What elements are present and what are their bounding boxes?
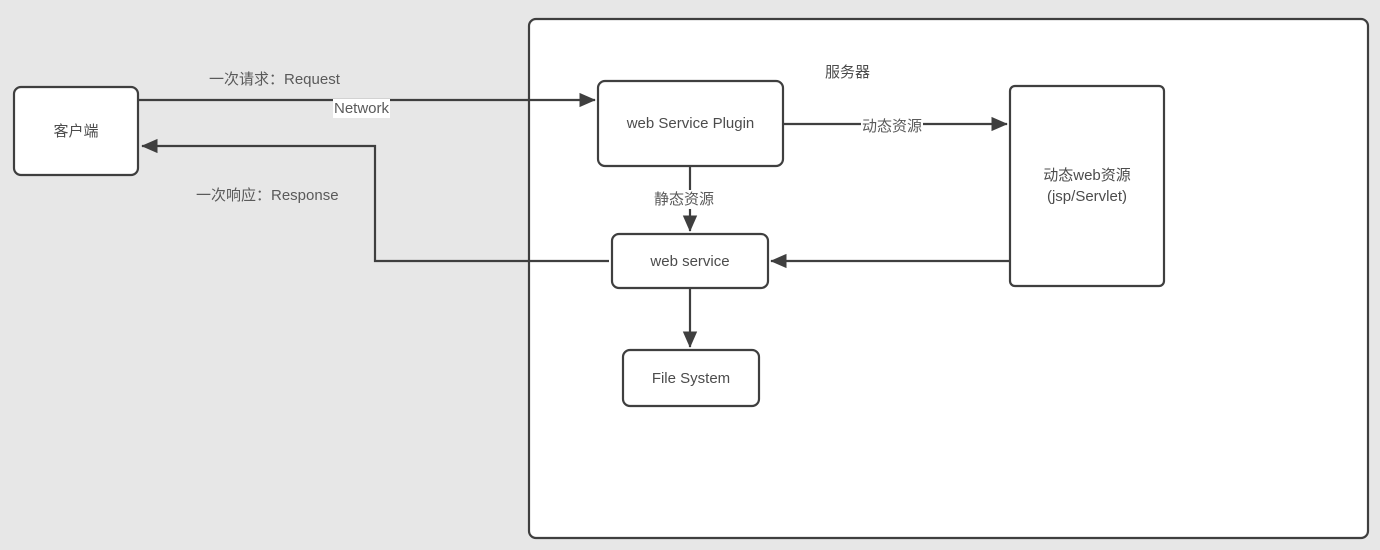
dynamic-node-shape[interactable] <box>1008 84 1166 288</box>
edge-network-label: Network <box>333 99 391 118</box>
edge-response-line <box>141 138 609 263</box>
client-node-shape[interactable] <box>12 85 140 177</box>
edge-response-label: 一次响应：Response <box>196 187 339 204</box>
edge-request-label: 一次请求：Request <box>209 71 340 88</box>
server-container-title: 服务器 <box>825 64 871 81</box>
plugin-node-shape[interactable] <box>596 79 785 168</box>
edge-static-resource-label: 静态资源 <box>653 190 716 209</box>
webservice-node-shape[interactable] <box>610 232 770 290</box>
edge-dynamic-resource-label: 动态资源 <box>861 117 924 136</box>
filesystem-node-shape[interactable] <box>621 348 761 408</box>
